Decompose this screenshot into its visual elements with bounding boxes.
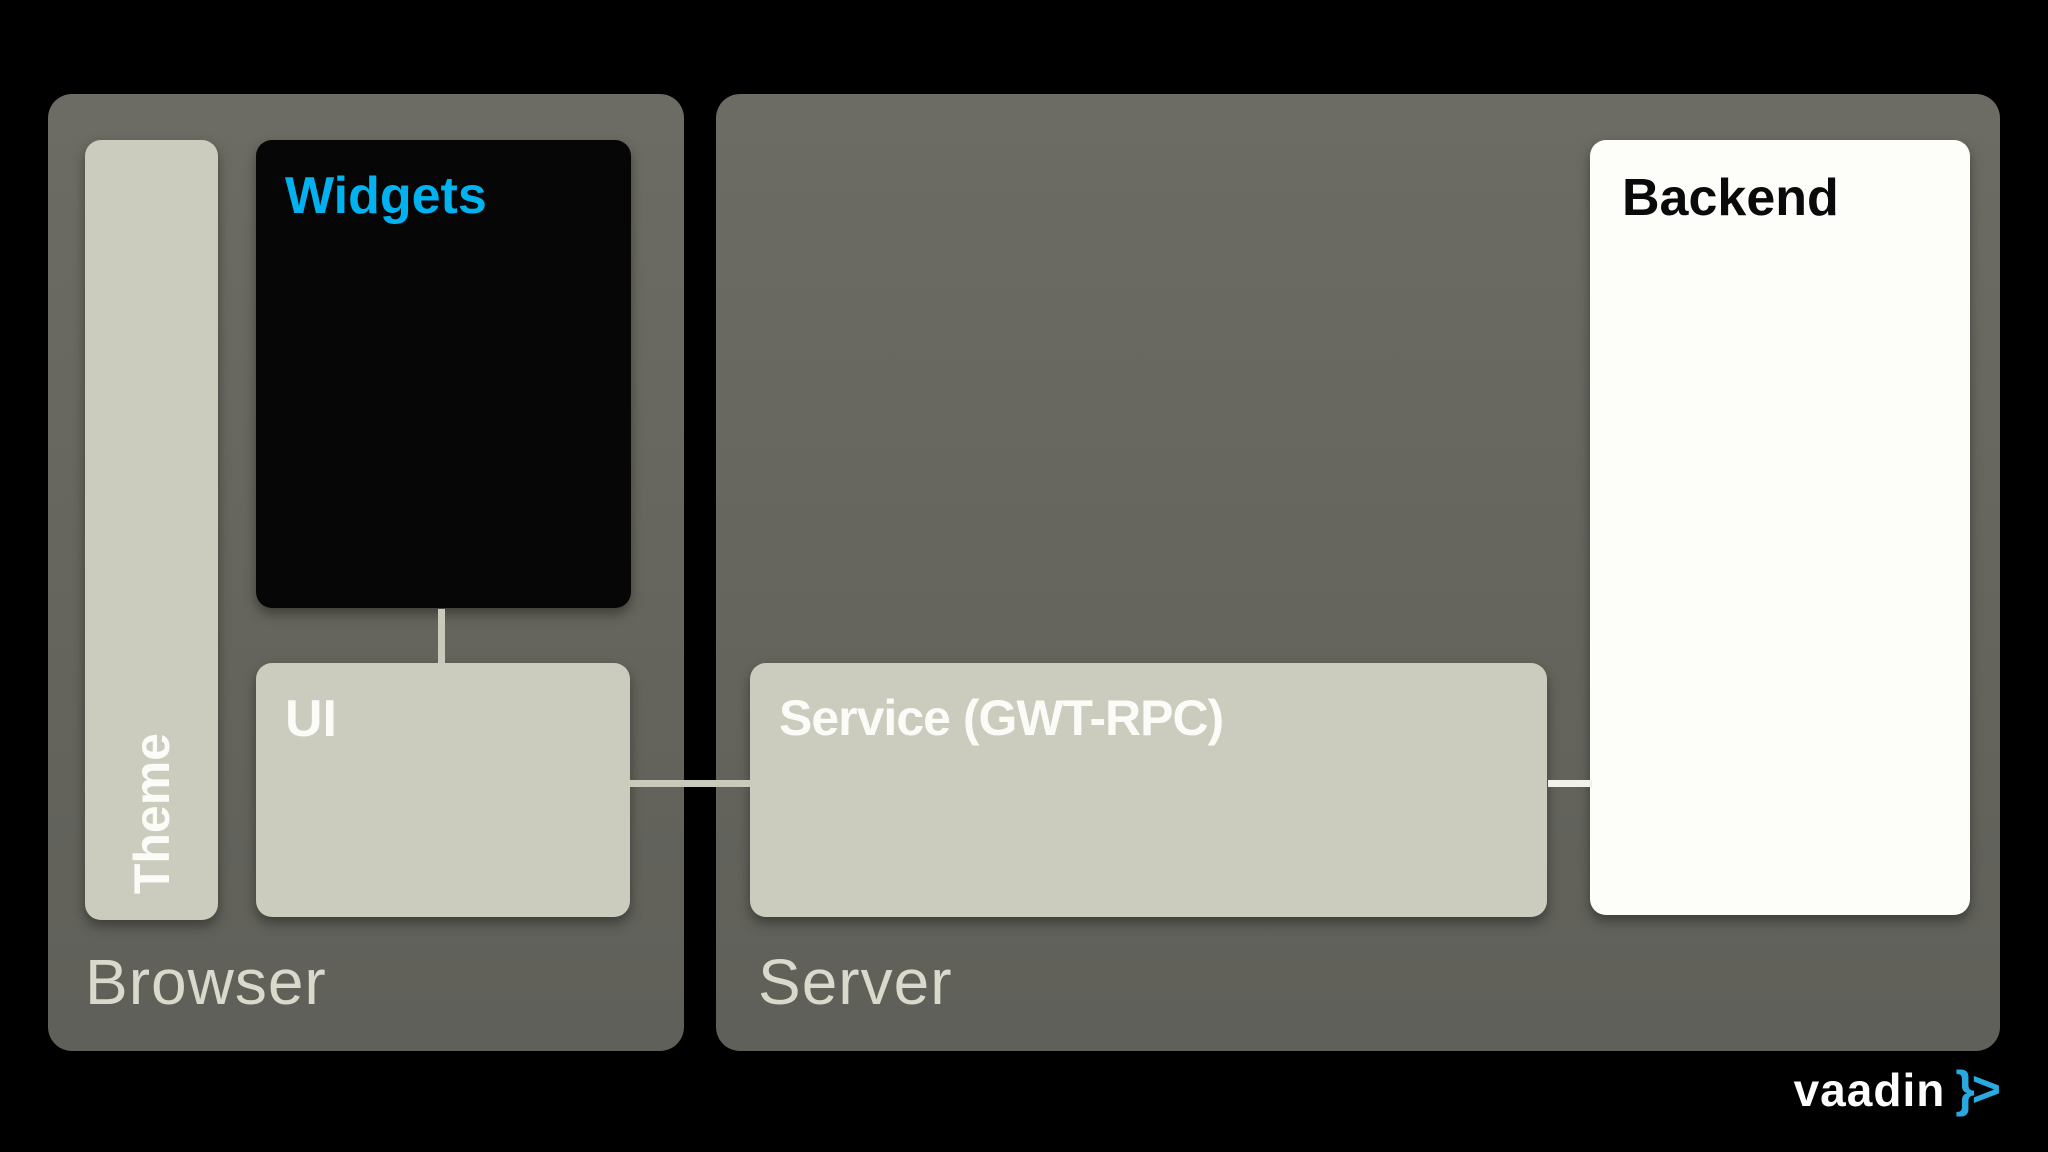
backend-node-label: Backend (1622, 169, 1839, 227)
theme-node: Theme (85, 140, 218, 920)
backend-node: Backend (1590, 140, 1970, 915)
vaadin-logo-text: vaadin (1793, 1064, 1946, 1116)
service-node-label: Service (GWT-RPC) (779, 690, 1224, 746)
widgets-node-label: Widgets (285, 167, 487, 225)
connector-ui-service (630, 780, 752, 787)
browser-container-label: Browser (85, 946, 327, 1018)
server-container: Server Service (GWT-RPC) Backend (716, 94, 2000, 1051)
browser-container: Browser Theme Widgets UI (48, 94, 684, 1051)
connector-service-backend (1548, 780, 1592, 787)
ui-node: UI (256, 663, 630, 917)
connector-widgets-ui (438, 609, 445, 665)
theme-node-label: Theme (123, 732, 180, 894)
server-container-label: Server (758, 946, 953, 1018)
vaadin-logo-brackets-icon: }> (1955, 1061, 2001, 1117)
service-node: Service (GWT-RPC) (750, 663, 1547, 917)
ui-node-label: UI (285, 690, 337, 748)
widgets-node: Widgets (256, 140, 631, 608)
vaadin-logo: vaadin }> (1793, 1060, 2001, 1118)
